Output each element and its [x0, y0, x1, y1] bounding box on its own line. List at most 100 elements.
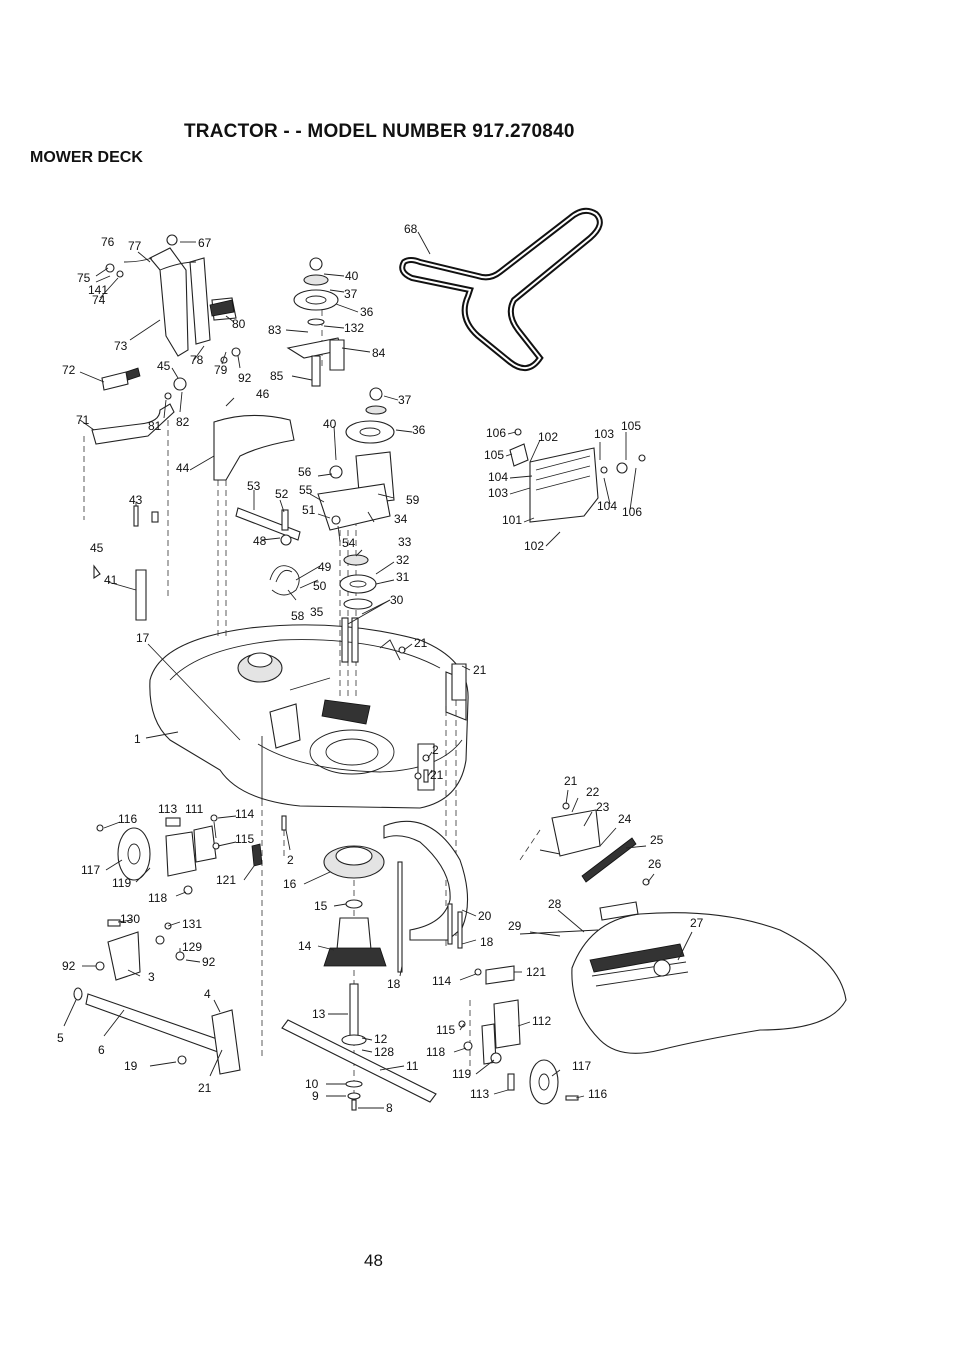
lift-linkage-assembly	[91, 234, 241, 445]
callout-12: 12	[374, 1032, 388, 1046]
callout-59: 59	[406, 493, 420, 507]
callout-32: 32	[396, 553, 410, 567]
callout-83: 83	[268, 323, 282, 337]
callout-105: 105	[484, 448, 504, 462]
callout-31: 31	[396, 570, 410, 584]
callout-18: 18	[480, 935, 494, 949]
callout-labels: 76 77 67 75 141 74 73 80 78 79 92 72 45 …	[57, 222, 704, 1115]
callout-85: 85	[270, 369, 284, 383]
callout-21b: 21	[473, 663, 487, 677]
callout-52: 52	[275, 487, 289, 501]
callout-121b: 121	[526, 965, 546, 979]
callout-92: 92	[238, 371, 252, 385]
idler-pulley-upper	[286, 257, 345, 387]
callout-116b: 116	[588, 1087, 607, 1101]
belt-guide	[383, 820, 469, 973]
callout-3: 3	[148, 970, 155, 984]
callout-76: 76	[101, 235, 115, 249]
callout-21d: 21	[198, 1081, 212, 1095]
callout-21e: 21	[564, 774, 578, 788]
callout-51: 51	[302, 503, 316, 517]
callout-58: 58	[291, 609, 305, 623]
drive-belt	[399, 207, 603, 371]
callout-131: 131	[182, 917, 202, 931]
callout-36b: 36	[412, 423, 426, 437]
callout-48: 48	[253, 534, 267, 548]
callout-40: 40	[345, 269, 359, 283]
callout-115: 115	[235, 832, 254, 846]
belt-guard	[213, 414, 295, 481]
callout-92c: 92	[62, 959, 76, 973]
callout-118b: 118	[426, 1045, 445, 1059]
callout-29: 29	[508, 919, 522, 933]
center-pulley-assembly	[317, 387, 395, 663]
callout-22: 22	[586, 785, 600, 799]
lower-left-linkage	[73, 919, 241, 1075]
callout-78: 78	[190, 353, 204, 367]
callout-114b: 114	[432, 974, 451, 988]
hardware-bolts	[281, 646, 467, 831]
callout-117b: 117	[572, 1059, 591, 1073]
callout-14: 14	[298, 939, 312, 953]
callout-77: 77	[128, 239, 142, 253]
callout-119b: 119	[452, 1067, 471, 1081]
callout-49: 49	[318, 560, 332, 574]
callout-102b: 102	[524, 539, 544, 553]
callout-117: 117	[81, 863, 100, 877]
callout-111: 111	[185, 802, 204, 816]
callout-105b: 105	[621, 419, 641, 433]
callout-112: 112	[532, 1014, 551, 1028]
callout-132: 132	[344, 321, 364, 335]
mower-deck-housing	[149, 624, 469, 809]
callout-28: 28	[548, 897, 562, 911]
callout-45b: 45	[90, 541, 104, 555]
callout-128: 128	[374, 1045, 394, 1059]
callout-56: 56	[298, 465, 312, 479]
callout-121: 121	[216, 873, 236, 887]
callout-44: 44	[176, 461, 190, 475]
callout-129: 129	[182, 940, 202, 954]
callout-118: 118	[148, 891, 167, 905]
callout-9: 9	[312, 1089, 319, 1103]
callout-21: 21	[414, 636, 428, 650]
callout-13: 13	[312, 1007, 326, 1021]
callout-27: 27	[690, 916, 704, 930]
callout-6: 6	[98, 1043, 105, 1057]
right-gauge-wheel	[458, 965, 579, 1105]
callout-79: 79	[214, 363, 228, 377]
callout-19: 19	[124, 1059, 138, 1073]
callout-23: 23	[596, 800, 610, 814]
callout-11: 11	[406, 1059, 419, 1073]
callout-80: 80	[232, 317, 246, 331]
callout-33: 33	[398, 535, 412, 549]
callout-116: 116	[118, 812, 137, 826]
callout-35: 35	[310, 605, 324, 619]
callout-40b: 40	[323, 417, 337, 431]
callout-115b: 115	[436, 1023, 455, 1037]
callout-74: 74	[92, 293, 106, 307]
front-bracket-parts	[93, 505, 159, 621]
callout-8: 8	[386, 1101, 393, 1115]
callout-20: 20	[478, 909, 492, 923]
callout-2: 2	[432, 743, 439, 757]
callout-103b: 103	[488, 486, 508, 500]
callout-81: 81	[148, 419, 162, 433]
callout-21c: 21	[430, 768, 444, 782]
leader-lines	[63, 231, 693, 1109]
callout-75: 75	[77, 271, 91, 285]
callout-41: 41	[104, 573, 118, 587]
callout-101: 101	[502, 513, 522, 527]
discharge-chute-assembly	[519, 802, 847, 1054]
callout-106b: 106	[622, 505, 642, 519]
callout-37b: 37	[398, 393, 412, 407]
callout-18b: 18	[387, 977, 401, 991]
callout-114: 114	[235, 807, 254, 821]
callout-15: 15	[314, 899, 328, 913]
callout-50: 50	[313, 579, 327, 593]
callout-113: 113	[158, 802, 177, 816]
callout-46: 46	[256, 387, 270, 401]
callout-141: 141	[88, 283, 108, 297]
callout-67: 67	[198, 236, 212, 250]
callout-54: 54	[342, 536, 356, 550]
callout-25: 25	[650, 833, 664, 847]
